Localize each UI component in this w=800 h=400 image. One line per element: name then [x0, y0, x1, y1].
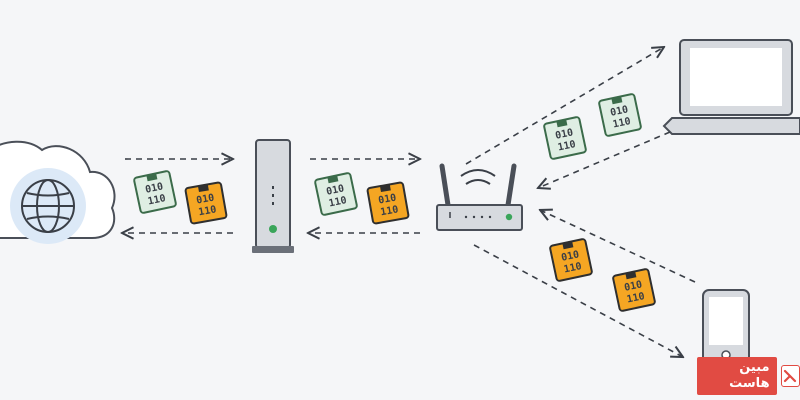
data-packet-orange-1: 010 110	[184, 181, 228, 225]
packet-line-2: 110	[198, 204, 218, 218]
laptop-icon	[662, 39, 800, 135]
arrow-router-to-laptop	[465, 47, 664, 165]
data-packet-green-4: 010 110	[598, 93, 642, 137]
packet-line-1: 010	[623, 279, 643, 294]
internet-cloud-icon	[0, 140, 116, 244]
data-packet-orange-4: 010 110	[612, 268, 656, 312]
packet-line-2: 110	[328, 195, 348, 210]
packet-line-1: 010	[144, 181, 164, 196]
connection-arrows	[122, 47, 696, 357]
packet-line-2: 110	[563, 261, 583, 276]
modem-icon	[252, 139, 294, 253]
packet-line-1: 010	[609, 104, 629, 119]
packet-line-1: 010	[378, 193, 398, 207]
wifi-router-icon	[436, 163, 523, 231]
packet-line-1: 010	[196, 193, 216, 207]
packet-line-1: 010	[554, 127, 574, 142]
packet-line-2: 110	[626, 291, 646, 306]
packet-line-2: 110	[557, 139, 577, 154]
data-packet-green-1: 010 110	[133, 170, 177, 214]
watermark-text: مبین هاست	[697, 357, 777, 395]
packet-line-1: 010	[560, 249, 580, 264]
data-packet-orange-2: 010 110	[366, 181, 410, 225]
data-packet-orange-3: 010 110	[549, 238, 593, 282]
watermark: مبین هاست	[697, 357, 800, 395]
globe-icon	[10, 168, 86, 244]
data-packet-green-2: 010 110	[314, 172, 358, 216]
packet-line-2: 110	[612, 116, 632, 131]
packet-line-1: 010	[325, 183, 345, 198]
data-packet-green-3: 010 110	[543, 116, 587, 160]
phone-icon	[702, 289, 750, 365]
packet-line-2: 110	[380, 204, 400, 218]
arrow-laptop-to-router	[538, 131, 671, 188]
red-logo-icon	[780, 365, 800, 387]
packet-line-2: 110	[147, 193, 167, 208]
